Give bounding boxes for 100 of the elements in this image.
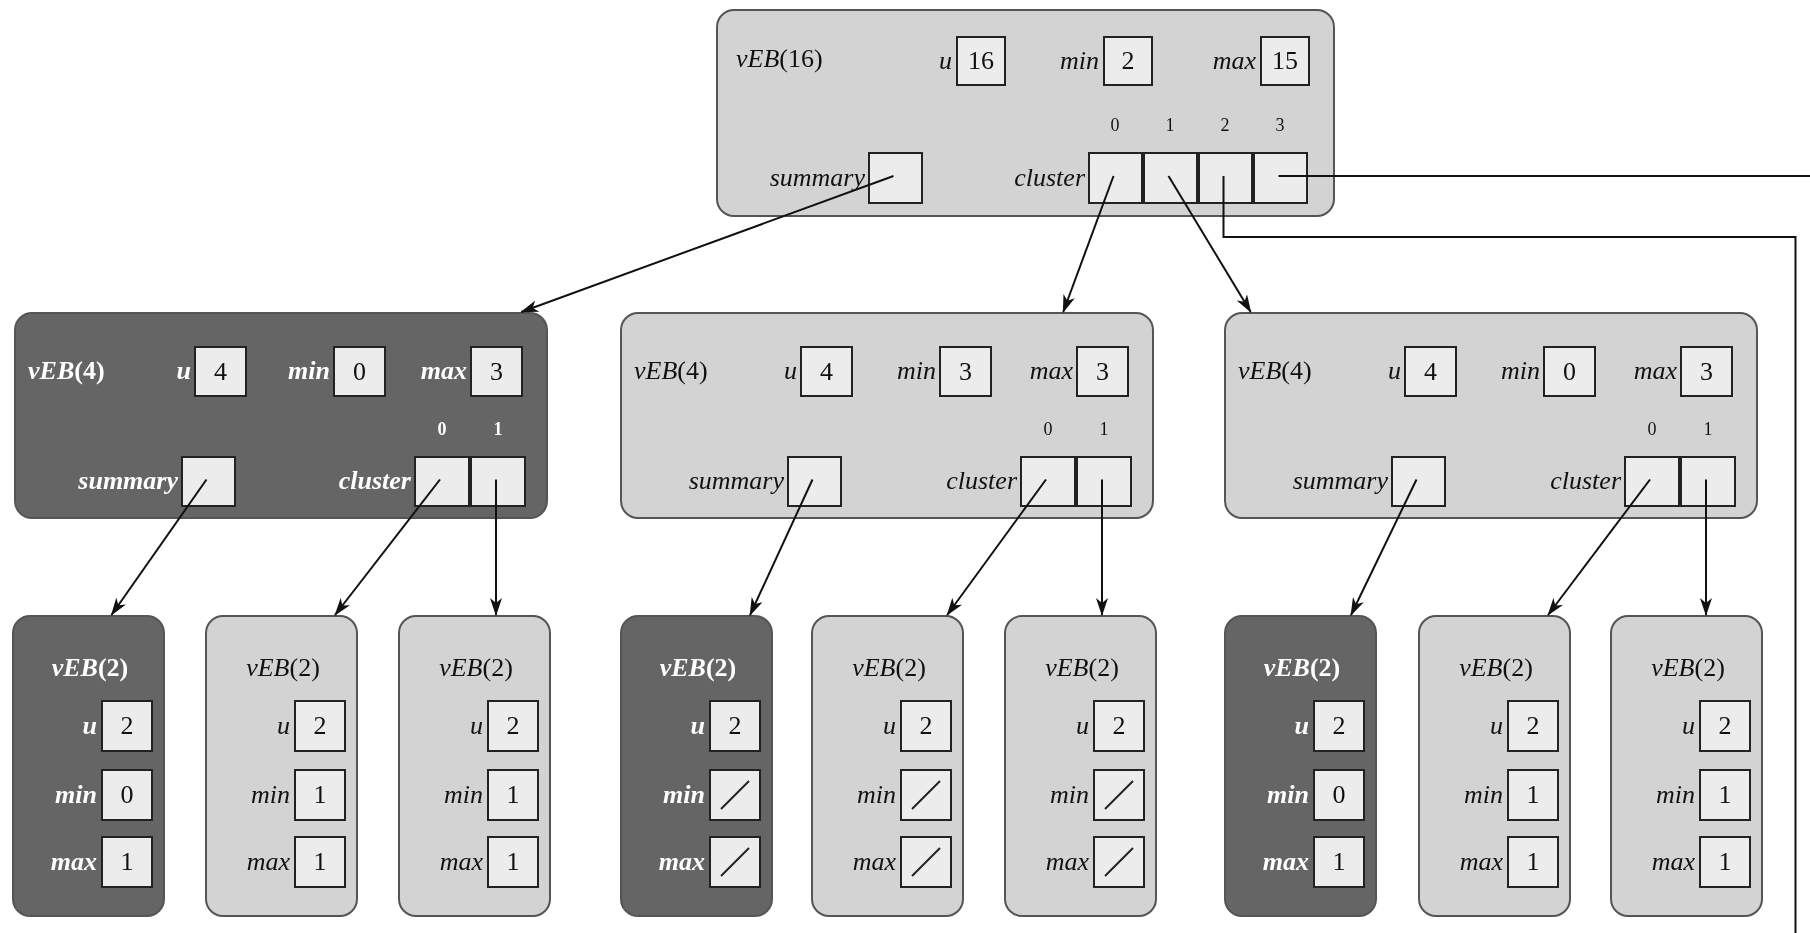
structure-title: vEB(4)	[1238, 358, 1312, 384]
value-cell: 2	[1313, 700, 1365, 752]
structure-title: vEB(2)	[439, 655, 513, 681]
structure-box	[398, 615, 551, 917]
value-cell: 1	[1507, 769, 1559, 821]
value-cell: 2	[1103, 36, 1153, 86]
value-cell: 16	[956, 36, 1006, 86]
field-label: max	[852, 849, 896, 875]
field-label: u	[82, 713, 97, 739]
field-label: u	[1388, 358, 1401, 384]
arrow	[1096, 478, 1108, 616]
field-label: u	[690, 713, 705, 739]
pointer-cell	[181, 456, 236, 507]
field-label: summary	[688, 468, 784, 494]
field-label: min	[1267, 782, 1309, 808]
value-cell: 2	[294, 700, 346, 752]
field-label: min	[857, 782, 896, 808]
field-label: u	[784, 358, 797, 384]
structure-title: vEB(2)	[1459, 655, 1533, 681]
pointer-cell	[414, 456, 470, 507]
connector-line	[1222, 175, 1797, 933]
arrow	[1167, 175, 1252, 313]
nil-cell	[709, 836, 761, 888]
value-cell: 4	[194, 346, 247, 397]
arrow	[334, 478, 441, 616]
arrow	[1547, 478, 1651, 616]
field-label: max	[1262, 849, 1309, 875]
structure-box	[1004, 615, 1157, 917]
structure-box	[1418, 615, 1571, 917]
index-label: 0	[1110, 116, 1120, 134]
value-cell: 1	[101, 836, 153, 888]
field-label: max	[1651, 849, 1695, 875]
field-label: u	[470, 713, 483, 739]
field-label: max	[1045, 849, 1089, 875]
pointer-cell	[1076, 456, 1132, 507]
index-label: 0	[437, 420, 447, 438]
field-label: u	[1682, 713, 1695, 739]
value-cell: 3	[1076, 346, 1129, 397]
value-cell: 1	[294, 769, 346, 821]
value-cell: 1	[1507, 836, 1559, 888]
structure-title: vEB(16)	[736, 46, 823, 72]
value-cell: 0	[1543, 346, 1596, 397]
value-cell: 2	[1093, 700, 1145, 752]
value-cell: 2	[101, 700, 153, 752]
pointer-cell	[1253, 152, 1308, 204]
field-label: summary	[769, 165, 865, 191]
field-label: max	[439, 849, 483, 875]
field-label: cluster	[1550, 468, 1621, 494]
nil-cell	[900, 836, 952, 888]
value-cell: 0	[1313, 769, 1365, 821]
structure-box	[811, 615, 964, 917]
field-label: u	[176, 358, 191, 384]
index-label: 3	[1275, 116, 1285, 134]
field-label: cluster	[1014, 165, 1085, 191]
field-label: min	[251, 782, 290, 808]
value-cell: 2	[1699, 700, 1751, 752]
pointer-cell	[787, 456, 842, 507]
field-label: min	[1501, 358, 1540, 384]
value-cell: 0	[333, 346, 386, 397]
value-cell: 2	[900, 700, 952, 752]
arrow	[749, 478, 814, 616]
field-label: min	[1656, 782, 1695, 808]
value-cell: 15	[1260, 36, 1310, 86]
pointer-cell	[1143, 152, 1198, 204]
structure-title: vEB(2)	[246, 655, 320, 681]
nil-cell	[1093, 836, 1145, 888]
field-label: u	[1294, 713, 1309, 739]
value-cell: 1	[1699, 769, 1751, 821]
nil-cell	[1093, 769, 1145, 821]
structure-title: vEB(2)	[1263, 655, 1341, 681]
structure-title: vEB(2)	[1045, 655, 1119, 681]
field-label: max	[1633, 358, 1677, 384]
value-cell: 1	[487, 836, 539, 888]
value-cell: 2	[709, 700, 761, 752]
field-label: min	[1060, 48, 1099, 74]
value-cell: 2	[487, 700, 539, 752]
structure-box	[205, 615, 358, 917]
field-label: cluster	[946, 468, 1017, 494]
structure-title: vEB(2)	[852, 655, 926, 681]
structure-title: vEB(2)	[1651, 655, 1725, 681]
structure-box	[620, 312, 1154, 519]
pointer-cell	[1624, 456, 1680, 507]
value-cell: 1	[1313, 836, 1365, 888]
structure-box	[1224, 312, 1758, 519]
value-cell: 2	[1507, 700, 1559, 752]
pointer-cell	[470, 456, 526, 507]
value-cell: 3	[470, 346, 523, 397]
value-cell: 1	[487, 769, 539, 821]
pointer-cell	[1020, 456, 1076, 507]
pointer-cell	[868, 152, 923, 204]
field-label: max	[1212, 48, 1256, 74]
structure-box	[1224, 615, 1377, 917]
field-label: min	[663, 782, 705, 808]
index-label: 1	[1099, 420, 1109, 438]
value-cell: 4	[800, 346, 853, 397]
pointer-cell	[1088, 152, 1143, 204]
value-cell: 3	[1680, 346, 1733, 397]
field-label: min	[444, 782, 483, 808]
structure-title: vEB(4)	[634, 358, 708, 384]
field-label: max	[246, 849, 290, 875]
